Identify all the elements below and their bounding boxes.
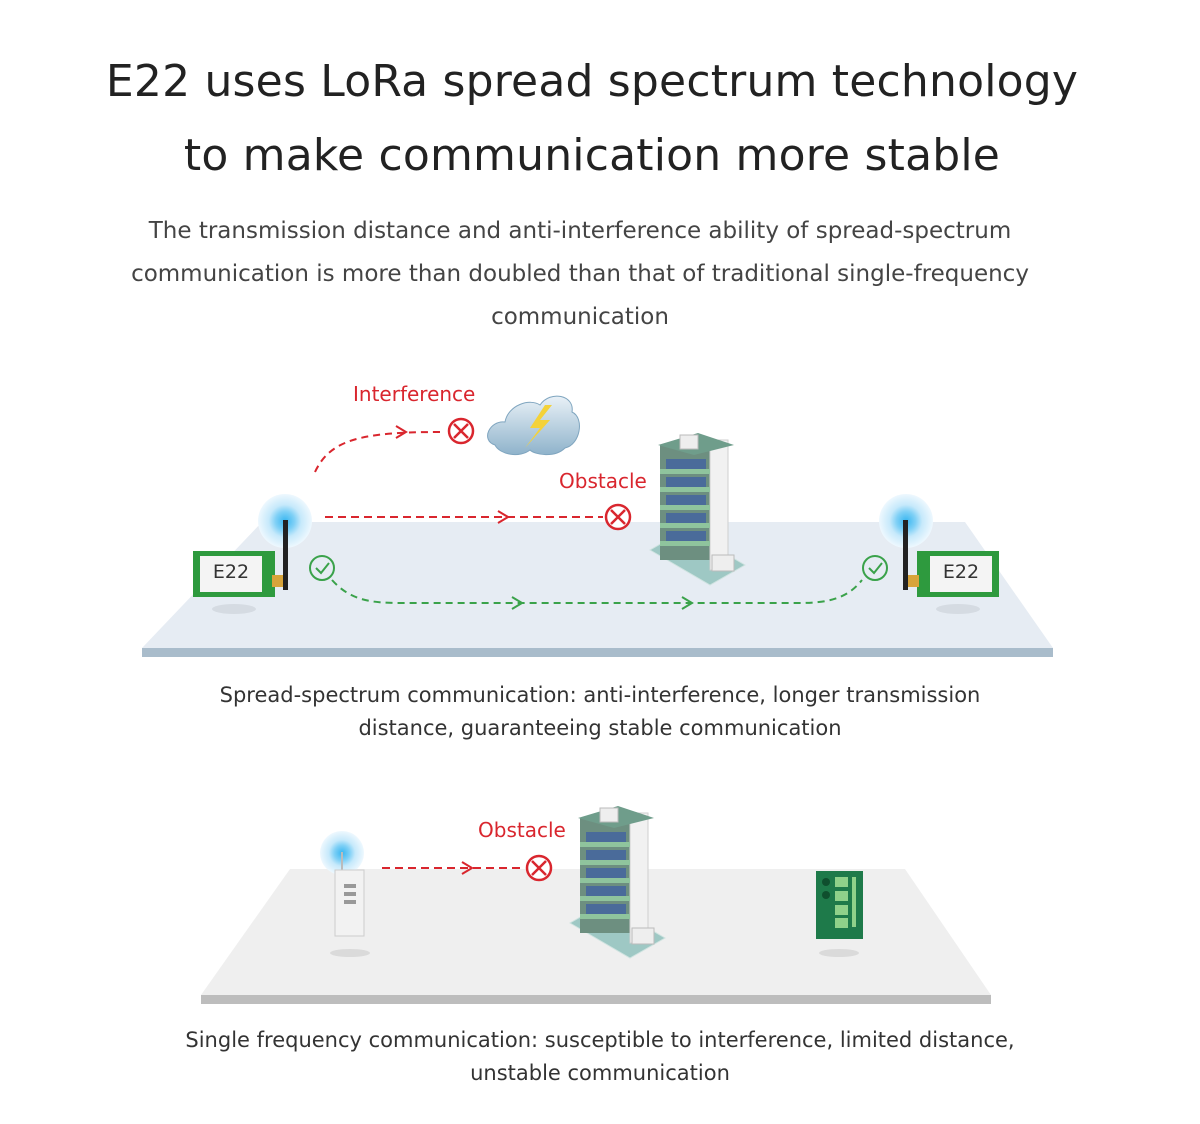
blocked-icon	[525, 854, 553, 882]
e22-module-right	[879, 494, 999, 614]
single-caption-line-1: Single frequency communication: suscepti…	[185, 1028, 1015, 1052]
single-frequency-transmitter	[320, 831, 370, 957]
obstacle-label: Obstacle	[478, 818, 566, 842]
headline-line-1: E22 uses LoRa spread spectrum technology	[105, 56, 1079, 107]
blocked-icon	[447, 417, 475, 445]
receiver-board-icon	[816, 871, 863, 957]
subtitle: The transmission distance and anti-inter…	[131, 218, 1029, 330]
storm-cloud-icon	[487, 395, 580, 456]
spread-caption-line-1: Spread-spectrum communication: anti-inte…	[219, 683, 981, 707]
blocked-icon	[604, 503, 632, 531]
headline-line-2: to make communication more stable	[183, 130, 1001, 181]
ground-platform-spread	[142, 522, 1053, 648]
e22-module-left	[193, 494, 312, 614]
obstacle-label: Obstacle	[559, 469, 647, 493]
device-label-left: E22	[212, 561, 250, 583]
spread-caption-line-2: distance, guaranteeing stable communicat…	[358, 716, 842, 740]
single-caption-line-2: unstable communication	[470, 1061, 730, 1085]
interference-label: Interference	[353, 382, 476, 406]
device-label-right: E22	[942, 561, 980, 583]
